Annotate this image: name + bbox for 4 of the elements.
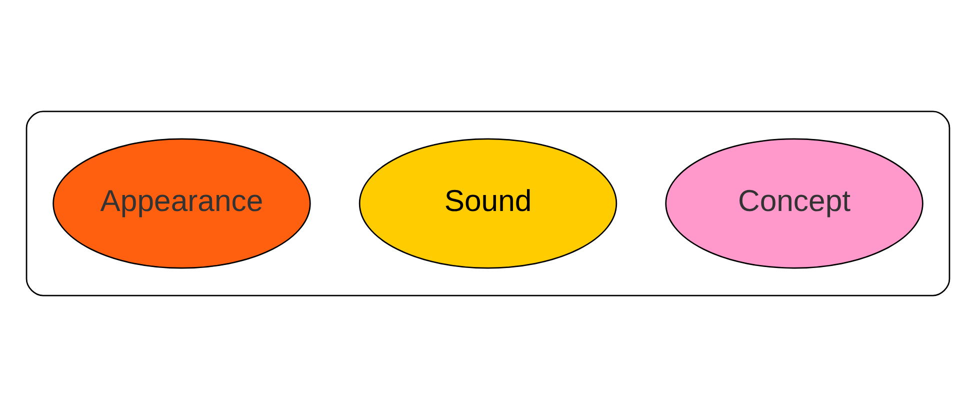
node-ellipse: Sound xyxy=(358,138,618,268)
node-ellipse: Concept xyxy=(665,138,924,268)
node-ellipse: Appearance xyxy=(52,138,311,268)
cluster xyxy=(26,110,950,296)
